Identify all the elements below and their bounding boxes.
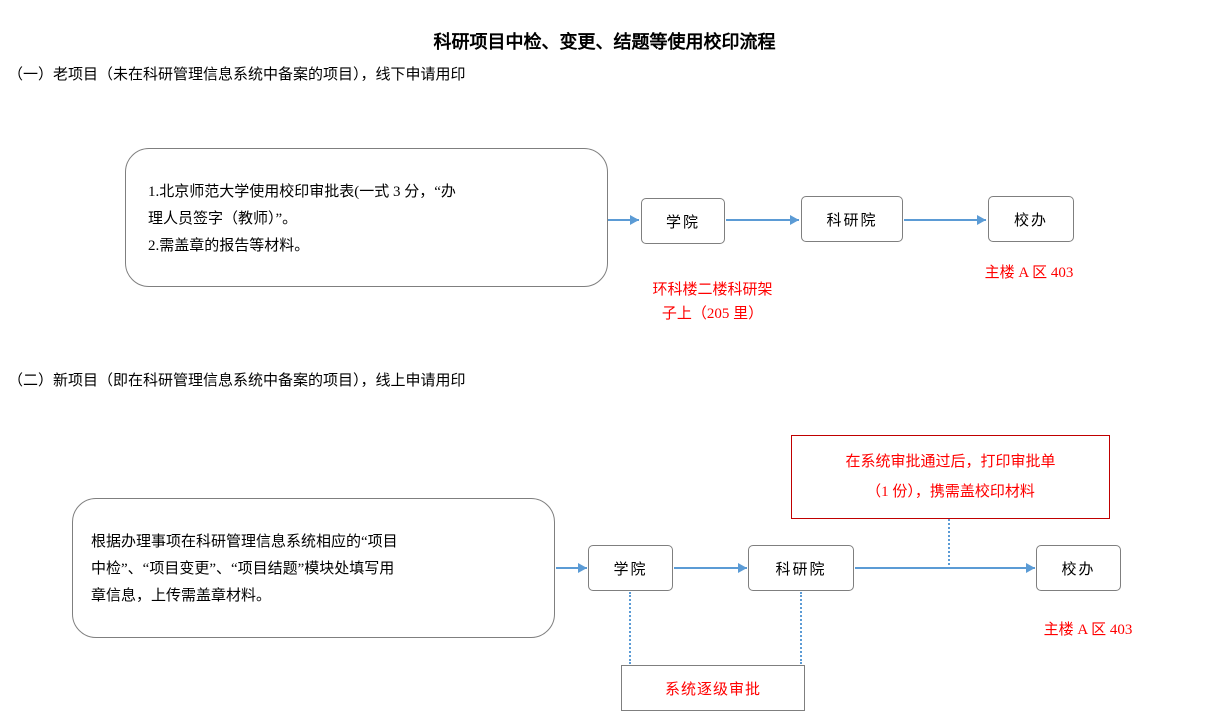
arrow-s1-to-research [726, 215, 799, 225]
section1-materials-text: 1.北京师范大学使用校印审批表(一式 3 分，“办 理人员签字（教师）”。 2.… [148, 184, 456, 254]
node-s2-college: 学院 [588, 545, 673, 591]
connector-college-to-approval [629, 592, 631, 664]
arrow-s2-to-college [556, 563, 587, 573]
arrow-s1-to-college [608, 215, 639, 225]
node-s1-college: 学院 [641, 198, 725, 244]
note-s1-office-location: 主楼 A 区 403 [984, 265, 1074, 281]
section2-heading: （二）新项目（即在科研管理信息系统中备案的项目），线上申请用印 [8, 373, 466, 389]
page-title: 科研项目中检、变更、结题等使用校印流程 [433, 32, 776, 52]
node-s1-office: 校办 [988, 196, 1074, 242]
section1-heading: （一）老项目（未在科研管理信息系统中备案的项目），线下申请用印 [8, 67, 466, 83]
note-s2-print-approval-box: 在系统审批通过后，打印审批单 （1 份），携需盖校印材料 [791, 435, 1110, 519]
section2-materials-box: 根据办理事项在科研管理信息系统相应的“项目 中检”、“项目变更”、“项目结题”模… [72, 498, 555, 638]
connector-research-to-approval [800, 592, 802, 664]
section2-materials-text: 根据办理事项在科研管理信息系统相应的“项目 中检”、“项目变更”、“项目结题”模… [91, 534, 398, 604]
connector-printbox-to-arrow [948, 519, 950, 565]
note-s1-college-location: 环科楼二楼科研架 子上（205 里） [652, 282, 773, 322]
arrow-s2-to-research [674, 563, 747, 573]
arrow-s2-to-office [855, 563, 1035, 573]
node-s2-office: 校办 [1036, 545, 1121, 591]
arrow-s1-to-office [904, 215, 986, 225]
node-s1-research: 科研院 [801, 196, 903, 242]
note-s2-office-location: 主楼 A 区 403 [1043, 622, 1133, 638]
section1-materials-box: 1.北京师范大学使用校印审批表(一式 3 分，“办 理人员签字（教师）”。 2.… [125, 148, 608, 287]
node-s2-research: 科研院 [748, 545, 854, 591]
note-s2-system-approval-box: 系统逐级审批 [621, 665, 805, 711]
